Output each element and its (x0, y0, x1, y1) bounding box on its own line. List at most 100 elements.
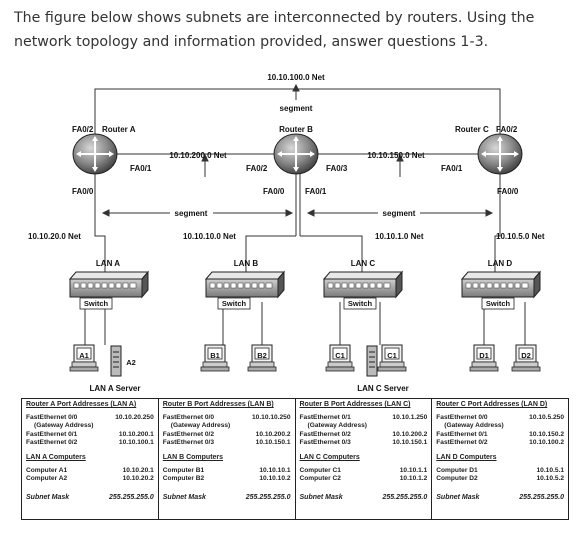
port-name: FastEthernet 0/2 (436, 438, 488, 446)
computer-a1-label: A1 (79, 351, 89, 360)
table-column-lan-c: Router B Port Addresses (LAN C) FastEthe… (296, 399, 433, 519)
port-address: 10.10.200.1 (118, 430, 154, 438)
computers-heading: LAN A Computers (26, 454, 86, 462)
computer-name: Computer D2 (436, 475, 478, 483)
table-header-lan-b: Router B Port Addresses (LAN B) (162, 401, 274, 408)
question-line-2: network topology and information provide… (14, 34, 489, 50)
router-a-port-0: FA0/0 (72, 187, 94, 196)
table-column-lan-b: Router B Port Addresses (LAN B) FastEthe… (159, 399, 296, 519)
subnet-mask-label: Subnet Mask (162, 493, 206, 501)
port-name: FastEthernet 0/3 (299, 438, 351, 446)
table-row: Computer D1 10.10.5.1 (436, 467, 564, 475)
table-row: FastEthernet 0/2 10.10.100.1 (26, 439, 154, 447)
gateway-note: (Gateway Address) (34, 422, 94, 430)
table-row: FastEthernet 0/2 10.10.200.2 (163, 431, 291, 439)
router-c-port-2: FA0/2 (496, 125, 518, 134)
computer-a2-label: A2 (126, 358, 136, 367)
port-address: 10.10.200.2 (392, 430, 428, 438)
link-b-lan-c2 (300, 235, 363, 272)
port-address: 10.10.100.1 (118, 438, 154, 446)
switch-d-label: Switch (486, 299, 511, 308)
table-header-lan-c: Router B Port Addresses (LAN C) (299, 401, 411, 408)
subnet-mask-value: 255.255.255.0 (382, 493, 428, 501)
port-name: FastEthernet 0/0 (26, 414, 78, 422)
switch-labels: Switch Switch Switch Switch (79, 297, 515, 310)
computer-name: Computer B2 (162, 475, 205, 483)
gateway-note: (Gateway Address) (307, 422, 368, 430)
computer-name: Computer D1 (436, 467, 478, 475)
port-name: FastEthernet 0/1 (436, 430, 488, 438)
port-address: 10.10.200.2 (255, 430, 291, 438)
computer-address: 10.10.1.2 (399, 475, 428, 483)
computer-address: 10.10.1.1 (399, 467, 428, 475)
gateway-note: (Gateway Address) (170, 422, 231, 430)
router-c-port-0: FA0/0 (497, 187, 519, 196)
top-segment-label: segment (280, 104, 313, 113)
table-column-lan-a: Router A Port Addresses (LAN A) FastEthe… (22, 399, 159, 519)
table-row: FastEthernet 0/2 10.10.200.2 (300, 431, 428, 439)
switch-c-label: Switch (348, 299, 373, 308)
port-address: 10.10.150.2 (529, 430, 564, 438)
link-a-lan (94, 173, 106, 272)
port-name: FastEthernet 0/2 (299, 430, 351, 438)
port-name: FastEthernet 0/2 (162, 430, 215, 438)
port-name: FastEthernet 0/3 (162, 438, 215, 446)
switch-d-icon (461, 271, 541, 298)
computer-c1-server-label: C1 (387, 351, 397, 360)
link-c-lan (494, 173, 501, 272)
switch-c-icon (323, 271, 403, 298)
router-b-port-2: FA0/2 (246, 164, 268, 173)
port-address: 10.10.5.250 (529, 414, 564, 422)
table-header-lan-a: Router A Port Addresses (LAN A) (26, 401, 137, 408)
computer-name: Computer A1 (26, 467, 68, 475)
net-d-label: 10.10.5.0 Net (496, 232, 545, 241)
subnet-mask-value: 255.255.255.0 (519, 493, 564, 501)
computer-d2-label: D2 (521, 351, 531, 360)
port-address: 10.10.10.250 (251, 414, 291, 422)
computer-name: Computer A2 (26, 475, 68, 483)
net-c-label: 10.10.1.0 Net (375, 232, 424, 241)
computers-heading: LAN B Computers (162, 454, 224, 462)
router-c-label: Router C (455, 125, 489, 134)
table-header-lan-d: Router C Port Addresses (LAN D) (436, 401, 548, 408)
computer-address: 10.10.20.1 (122, 467, 154, 475)
question-line-1: The figure below shows subnets are inter… (14, 10, 535, 26)
switch-b-icon (205, 271, 285, 298)
table-row: FastEthernet 0/1 10.10.150.2 (436, 431, 564, 439)
computer-address: 10.10.10.2 (259, 475, 291, 483)
lan-a-server-label: LAN A Server (90, 384, 141, 393)
computer-name: Computer C2 (299, 475, 341, 483)
port-name: FastEthernet 0/0 (162, 414, 215, 422)
computer-b1-label: B1 (210, 351, 220, 360)
port-name: FastEthernet 0/2 (26, 438, 78, 446)
computer-d1-label: D1 (479, 351, 489, 360)
computer-b2-label: B2 (257, 351, 267, 360)
lan-d-label: LAN D (488, 259, 513, 268)
computer-c1-label: C1 (335, 351, 345, 360)
router-b-icon (273, 133, 319, 175)
table-row: Computer B2 10.10.10.2 (163, 475, 291, 483)
router-b-port-1: FA0/1 (305, 187, 327, 196)
net-bc-label: 10.10.150.0 Net (367, 151, 425, 160)
computer-name: Computer B1 (162, 467, 205, 475)
gateway-note: (Gateway Address) (444, 422, 504, 430)
switch-a-icon (69, 271, 149, 298)
port-address: 10.10.20.250 (115, 414, 154, 422)
net-b-label: 10.10.10.0 Net (183, 232, 236, 241)
router-a-port-2: FA0/2 (72, 125, 94, 134)
computer-address: 10.10.5.1 (536, 467, 565, 475)
port-name: FastEthernet 0/1 (299, 414, 351, 422)
lan-c-server-label: LAN C Server (357, 384, 409, 393)
lan-b-label: LAN B (234, 259, 259, 268)
